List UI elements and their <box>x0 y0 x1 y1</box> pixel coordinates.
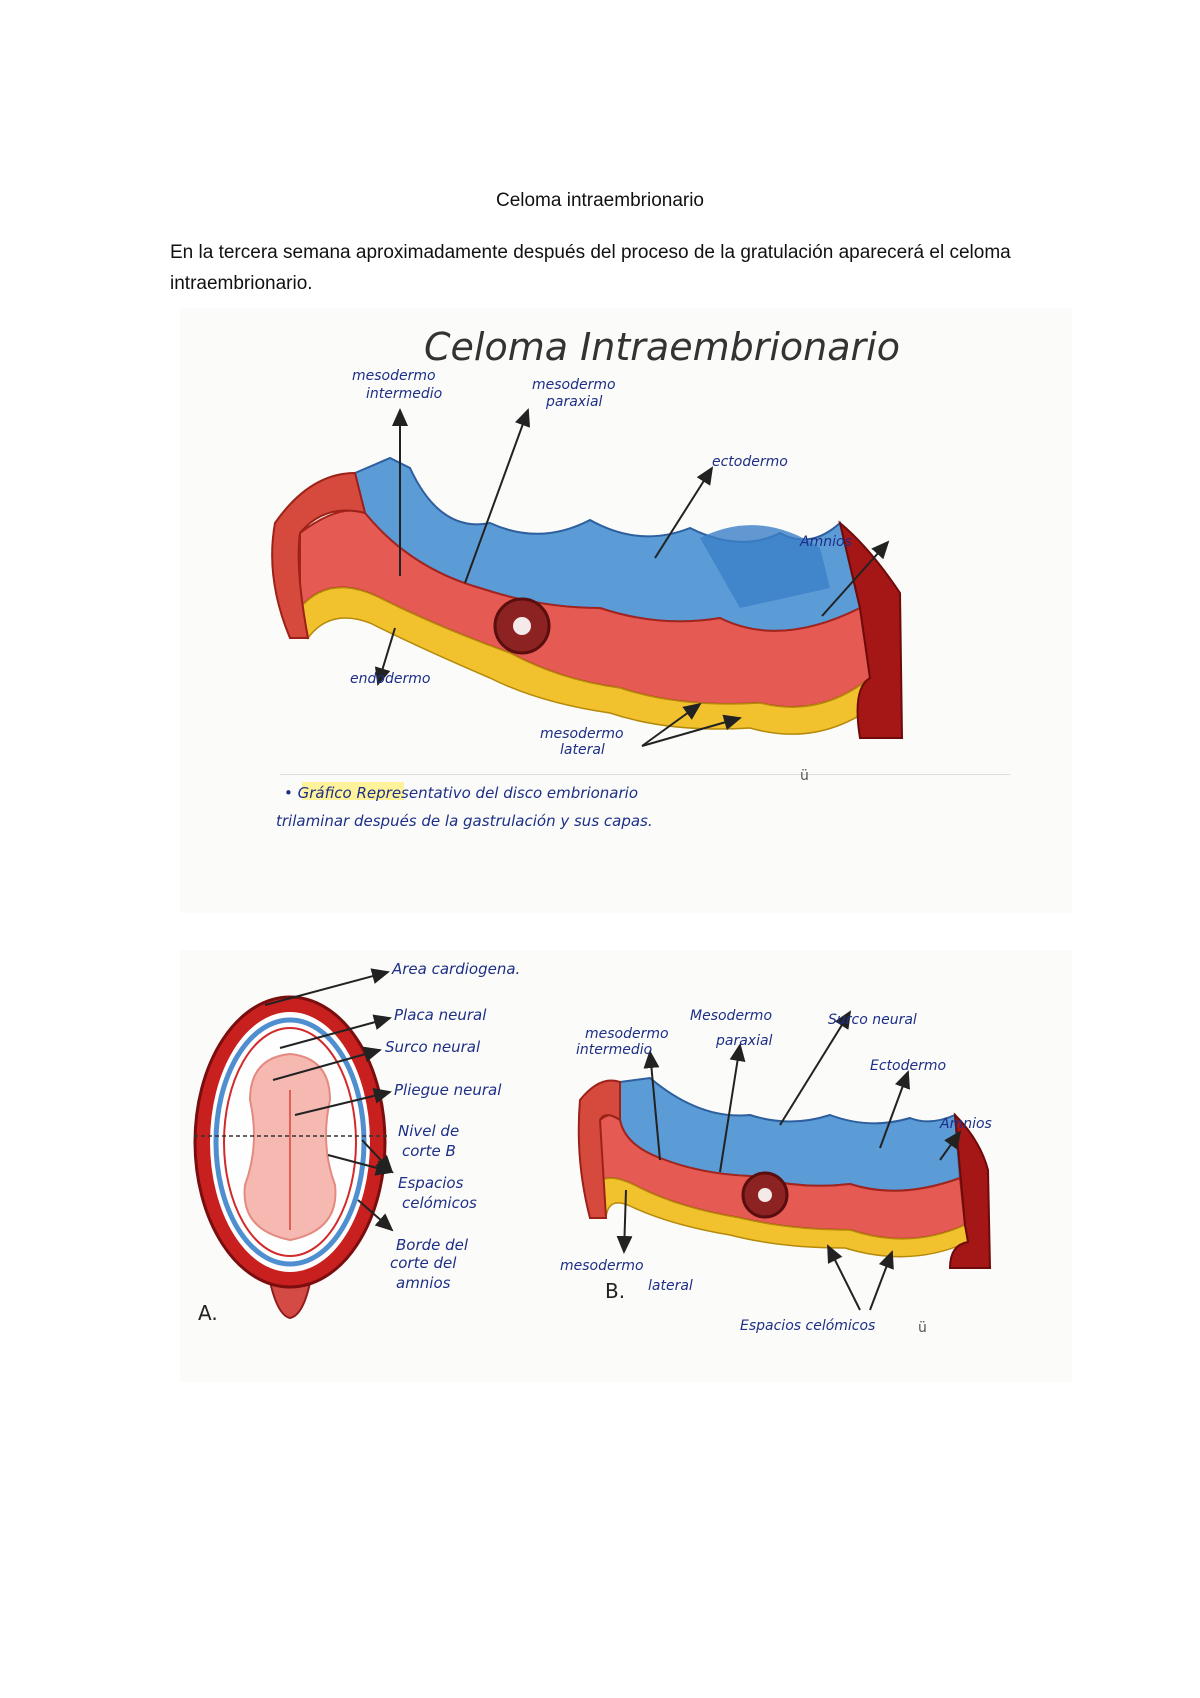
label-b-amnios: Amnios <box>939 1116 992 1132</box>
label-b-mesodermo-intermedio-2: intermedio <box>576 1042 652 1058</box>
figure-1-caption-line-2: trilaminar después de la gastrulación y … <box>276 812 653 830</box>
label-borde-amnios-1: Borde del <box>396 1236 469 1254</box>
arrow-b-surco-neural <box>779 1010 852 1126</box>
panel-a-embryo <box>193 995 390 1320</box>
arrow-b-espacios-celomicos-2 <box>869 1250 894 1311</box>
label-mesodermo-lateral-2: lateral <box>560 742 605 758</box>
label-b-espacios-celomicos: Espacios celómicos <box>740 1318 875 1334</box>
label-borde-amnios-2: corte del <box>390 1254 457 1272</box>
amnion-blue-wash <box>700 525 830 608</box>
arrow-placa-neural <box>279 1014 392 1049</box>
label-borde-amnios-3: amnios <box>396 1274 451 1292</box>
arrow-surco-neural-a <box>272 1046 382 1081</box>
label-nivel-corte-1: Nivel de <box>398 1122 459 1140</box>
figure-trilaminar-disc: Celoma Intraembrionario mesodermo interm… <box>180 308 1072 913</box>
panel-a-label: A. <box>198 1301 218 1325</box>
label-mesodermo-paraxial-1: mesodermo <box>532 377 616 393</box>
yolk-sac-fold <box>271 471 367 639</box>
b-notochord-center <box>758 1188 772 1202</box>
label-espacios-celomicos-a-2: celómicos <box>402 1194 477 1212</box>
panel-b-label: B. <box>605 1279 625 1303</box>
figure-1-mark: ü <box>800 768 809 784</box>
label-surco-neural-a: Surco neural <box>385 1038 481 1056</box>
label-nivel-corte-2: corte B <box>402 1142 456 1160</box>
label-b-mesodermo-lateral-2: lateral <box>648 1278 693 1294</box>
figure-2-mark: ü <box>918 1320 927 1336</box>
label-espacios-celomicos-a-1: Espacios <box>398 1174 464 1192</box>
arrow-area-cardiogena <box>264 968 390 1006</box>
embryonic-disc-section <box>271 456 904 739</box>
notochord-center <box>513 617 531 635</box>
label-amnios: Amnios <box>799 534 852 550</box>
label-mesodermo-lateral-1: mesodermo <box>540 726 624 742</box>
document-paragraph: En la tercera semana aproximadamente des… <box>170 242 1011 294</box>
arrow-pliegue-neural <box>294 1087 392 1116</box>
panel-b-section <box>577 1076 992 1269</box>
label-b-mesodermo-lateral-1: mesodermo <box>560 1258 644 1274</box>
label-pliegue-neural: Pliegue neural <box>394 1081 502 1099</box>
label-area-cardiogena: Area cardiogena. <box>391 960 520 978</box>
label-ectodermo: ectodermo <box>712 454 788 470</box>
amnion-wall <box>838 520 904 739</box>
cardiogenic-ring <box>223 1027 357 1257</box>
label-endodermo: endodermo <box>350 671 430 687</box>
figure-2-drawing: Area cardiogena. Placa neural Surco neur… <box>180 950 1072 1382</box>
arrow-mesodermo-paraxial <box>464 408 531 584</box>
arrow-b-mesodermo-intermedio <box>643 1050 661 1161</box>
arrow-espacios-celomicos-a-2 <box>361 1139 394 1174</box>
arrow-borde-amnios <box>357 1199 394 1232</box>
label-b-surco-neural: Surco neural <box>828 1012 917 1028</box>
arrow-endodermo <box>374 627 396 686</box>
figure-1-drawing: Celoma Intraembrionario mesodermo interm… <box>180 308 1072 913</box>
label-mesodermo-intermedio-1: mesodermo <box>352 368 436 384</box>
label-b-mesodermo-intermedio-1: mesodermo <box>585 1026 669 1042</box>
label-mesodermo-paraxial-2: paraxial <box>545 394 603 410</box>
arrow-b-mesodermo-lateral <box>616 1189 633 1254</box>
figure-1-caption-line-1: • Gráfico Representativo del disco embri… <box>284 784 638 802</box>
document-title: Celoma intraembrionario <box>495 190 705 211</box>
label-mesodermo-intermedio-2: intermedio <box>366 386 442 402</box>
b-amnion-wall <box>948 1112 992 1269</box>
label-b-mesodermo-paraxial-1: Mesodermo <box>690 1008 772 1024</box>
arrow-mesodermo-lateral-2 <box>641 714 742 747</box>
caption-rule <box>280 774 1010 775</box>
label-b-mesodermo-paraxial-2: paraxial <box>715 1033 773 1049</box>
caption-highlight <box>302 782 404 800</box>
figure-panels-a-b: Area cardiogena. Placa neural Surco neur… <box>180 950 1072 1382</box>
arrow-b-espacios-celomicos-1 <box>827 1244 861 1311</box>
figure-1-heading: Celoma Intraembrionario <box>424 325 900 369</box>
arrow-b-mesodermo-paraxial <box>719 1043 746 1173</box>
label-b-ectodermo: Ectodermo <box>870 1058 946 1074</box>
arrow-b-ectodermo <box>879 1070 910 1149</box>
label-placa-neural: Placa neural <box>394 1006 487 1024</box>
arrow-amnios <box>821 540 890 617</box>
arrow-ectodermo <box>654 466 714 559</box>
b-yolk-fold <box>577 1079 621 1219</box>
arrow-mesodermo-lateral-1 <box>641 702 702 747</box>
arrow-b-amnios <box>939 1130 962 1161</box>
